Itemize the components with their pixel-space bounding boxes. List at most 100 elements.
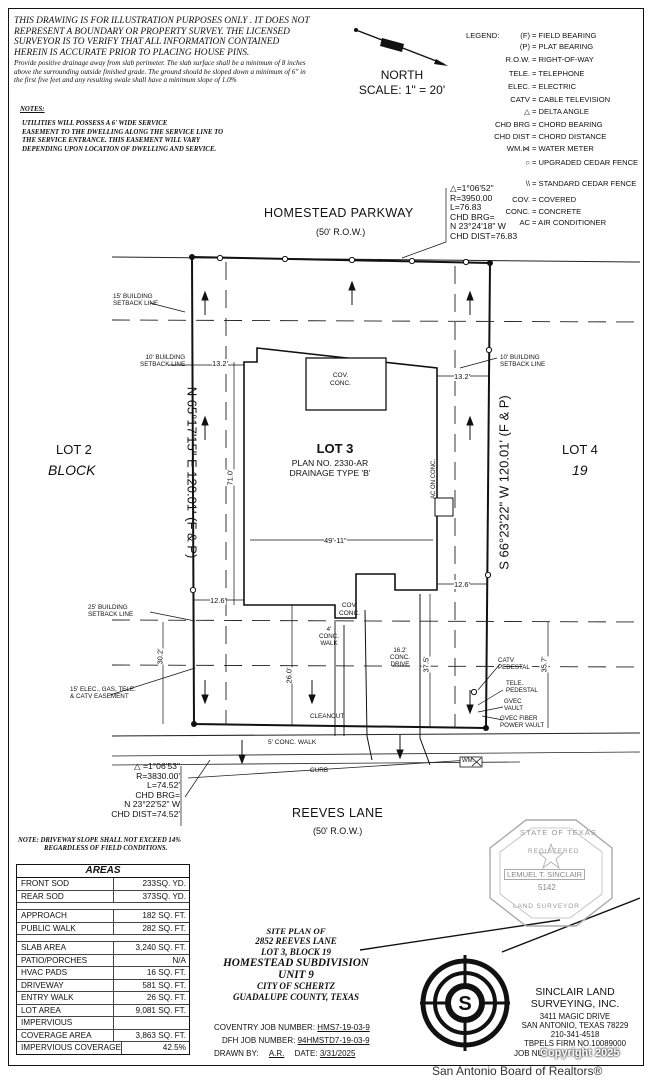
curve-line: △ =1°06'53" — [133, 761, 180, 771]
north-label: NORTH — [380, 68, 424, 82]
drainage-note: Provide positive drainage away from slab… — [14, 59, 306, 85]
setback-10-label: 10' BUILDING — [500, 354, 540, 361]
tele-line: TELE. — [506, 680, 524, 687]
walk-5-label: 5' CONC. WALK — [268, 739, 317, 746]
title-line: 2852 REEVES LANE — [255, 936, 337, 947]
area-label: REAR SOD — [17, 890, 114, 902]
dim-house-depth: 71.0' — [225, 469, 235, 486]
dim-house-width: 49'-11" — [324, 536, 347, 545]
curve-line: CHD BRG= — [135, 789, 180, 800]
setback-line-label: SETBACK LINE — [88, 611, 134, 619]
table-gap — [17, 935, 189, 942]
lot2-label: LOT 2 — [56, 442, 92, 457]
conc-label: CONC. — [339, 609, 360, 617]
drawn-row: DRAWN BY: A.R. DATE: 3/31/2025 — [214, 1047, 370, 1060]
dim-east-front-setback: 35.7' — [539, 656, 549, 673]
drive-line: 16.2' — [393, 647, 407, 654]
catv-line: CATV — [498, 657, 515, 664]
mls-watermark: San Antonio Board of Realtors® — [432, 1064, 603, 1078]
west-bearing: N 65°17'15" E 120.01' (F & P) — [184, 386, 200, 559]
dim-drive-length: 37.5' — [421, 656, 431, 673]
curb-label: CURB — [310, 767, 329, 774]
curve-line: L=76.83 — [450, 202, 482, 213]
driveway-note-line: NOTE: DRIVEWAY SLOPE SHALL NOT EXCEED 14… — [18, 837, 181, 844]
area-label: COVERAGE AREA — [17, 1029, 114, 1041]
job-info: COVENTRY JOB NUMBER: HMS7-19-03-9 DFH JO… — [214, 1021, 370, 1060]
setback-15-label: 15' BUILDING — [113, 293, 153, 300]
legend-code: CONC. — [505, 207, 530, 216]
area-label: HVAC PADS — [17, 967, 114, 979]
area-value: 233SQ. YD. — [142, 879, 186, 888]
cov-conc-label-front: COV. CONC. — [339, 602, 360, 617]
legend-desc: = WATER METER — [532, 144, 594, 153]
drive-line: DRIVE — [390, 661, 410, 668]
area-label: LOT AREA — [17, 1004, 114, 1016]
disclaimer-main: THIS DRAWING IS FOR ILLUSTRATION PURPOSE… — [14, 16, 310, 58]
drawn-value: A.R. — [268, 1049, 285, 1058]
wm-label: WM. — [462, 758, 475, 764]
firm-address: 3411 MAGIC DRIVE — [539, 1012, 611, 1021]
title-line: SITE PLAN OF — [266, 926, 326, 936]
legend-desc: = CABLE TELEVISION — [532, 95, 611, 104]
curve-line: CHD DIST=74.52' — [111, 808, 180, 819]
legend-desc: = AIR CONDITIONER — [532, 218, 607, 227]
walk-line: CONC. — [319, 633, 339, 640]
setback-25-label: 25' BUILDING — [88, 604, 128, 611]
water-meter-icon — [459, 756, 483, 768]
area-value: 373SQ. YD. — [142, 891, 186, 901]
area-value: 16 SQ. FT. — [146, 968, 186, 977]
gvec-fiber-line: POWER VAULT — [500, 722, 545, 729]
area-value: 26 SQ. FT. — [146, 993, 186, 1002]
area-value: 3,863 SQ. FT. — [135, 1030, 186, 1040]
property-pin — [487, 260, 493, 266]
notes-line: DEPENDING UPON LOCATION OF DWELLING AND … — [22, 145, 217, 153]
cov-conc-label: COV. CONC. — [330, 372, 351, 387]
seal-bottom: LAND SURVEYOR — [513, 903, 580, 910]
drawing-border — [8, 8, 644, 1066]
dfh-value: 94HMSTD7-19-03-9 — [297, 1036, 370, 1045]
area-label: SLAB AREA — [17, 942, 114, 954]
date-label: DATE: — [294, 1049, 318, 1058]
copyright-overlay: Copyright 2025 — [540, 1047, 620, 1059]
area-value: 182 SQ. FT. — [142, 911, 186, 920]
legend-desc: = TELEPHONE — [532, 69, 585, 78]
curve-top: △=1°06'52" R=3950.00 L=76.83 CHD BRG= N … — [450, 183, 517, 242]
firm-registration: TBPELS FIRM NO.10089000 — [524, 1039, 626, 1048]
title-line: UNIT 9 — [278, 969, 314, 982]
area-label: FRONT SOD — [17, 878, 114, 890]
easement-line: 15' ELEC., GAS, TELE. — [70, 686, 136, 693]
dim-walk-length: 26.0' — [284, 667, 294, 684]
title-line: GUADALUPE COUNTY, TEXAS — [233, 991, 359, 1002]
dim-west-setback: 13.2' — [212, 359, 229, 368]
setback-10-label: 10' BUILDING — [145, 354, 186, 361]
coventry-value: HMS7-19-03-9 — [317, 1023, 370, 1032]
curve-line: R=3950.00 — [450, 192, 493, 203]
title-line: HOMESTEAD SUBDIVISION — [223, 957, 369, 970]
easement-line: & CATV EASEMENT — [70, 693, 129, 701]
north-arrow-icon — [354, 28, 448, 66]
dim-east-setback: 13.2' — [454, 372, 471, 381]
legend-desc: = RIGHT-OF-WAY — [532, 55, 594, 64]
scale-label: SCALE: 1" = 20' — [358, 83, 446, 97]
legend-desc: = PLAT BEARING — [532, 42, 594, 51]
easement-15: 15' ELEC., GAS, TELE. & CATV EASEMENT — [70, 686, 136, 701]
area-label: PUBLIC WALK — [17, 922, 114, 934]
table-gap — [17, 903, 189, 910]
dim-east-front: 12.6' — [454, 580, 471, 589]
area-label: IMPERVIOUS COVERAGE — [17, 1042, 122, 1054]
notes-line: THE SERVICE ENTRANCE. THIS EASEMENT WILL… — [22, 137, 201, 145]
block-label: BLOCK — [48, 462, 96, 478]
drive-label: 16.2' CONC. DRIVE — [390, 647, 410, 668]
curve-line: CHD BRG= — [450, 211, 495, 222]
gvec-fiber-line: GVEC FIBER — [500, 715, 538, 722]
legend-code: CHD DIST — [494, 132, 530, 141]
surveyor-seal-icon — [489, 819, 613, 927]
setback-10-west: 10' BUILDING SETBACK LINE — [140, 354, 185, 369]
hatch-icon: \\ — [525, 179, 530, 188]
walk-line: 4' — [326, 626, 332, 633]
setback-25: 25' BUILDING SETBACK LINE — [88, 604, 133, 619]
